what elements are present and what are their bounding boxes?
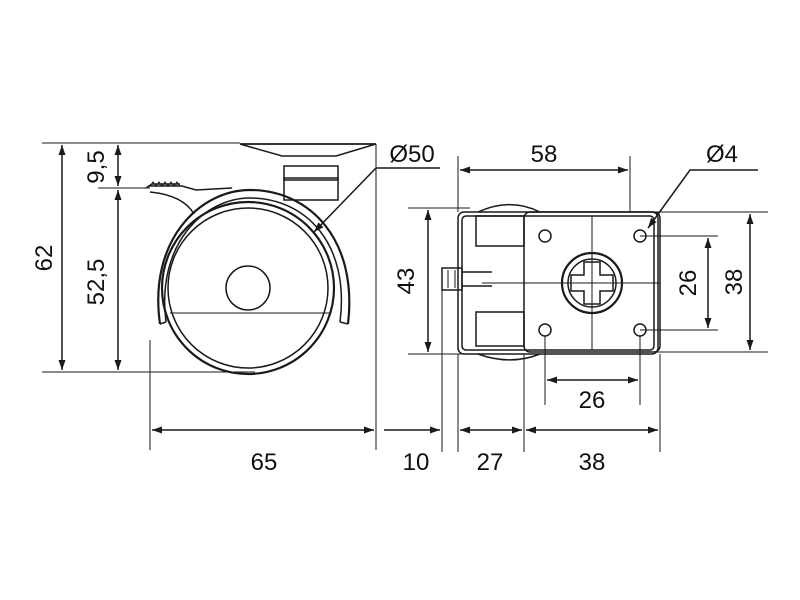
dim-38-horizontal: 38: [579, 449, 606, 476]
side-view-dimensions: [42, 142, 440, 450]
brake-pedal: [441, 267, 463, 291]
dim-65: 65: [251, 449, 278, 476]
plate-hole: [538, 229, 552, 243]
dim-26-vertical: 26: [675, 270, 702, 297]
brake-teeth: [149, 181, 181, 187]
dim-10: 10: [403, 449, 430, 476]
dim-62: 62: [31, 245, 58, 272]
dim-43: 43: [393, 268, 420, 295]
top-view: [441, 203, 661, 361]
plate-hole: [538, 323, 552, 337]
dim-27: 27: [477, 449, 504, 476]
side-view: [145, 143, 377, 376]
wheel-outline: [160, 200, 336, 376]
mounting-plate: [523, 211, 661, 353]
dim-52-5: 52,5: [83, 259, 110, 306]
top-view-dimensions: [384, 156, 768, 452]
dim-9-5: 9,5: [83, 150, 110, 183]
dim-hole-diameter: Ø4: [706, 141, 738, 168]
dim-58: 58: [531, 141, 558, 168]
dim-26-horizontal: 26: [579, 387, 606, 414]
dim-38-vertical: 38: [721, 269, 748, 296]
dim-wheel-diameter: Ø50: [389, 141, 434, 168]
wheel-hub: [225, 265, 271, 311]
